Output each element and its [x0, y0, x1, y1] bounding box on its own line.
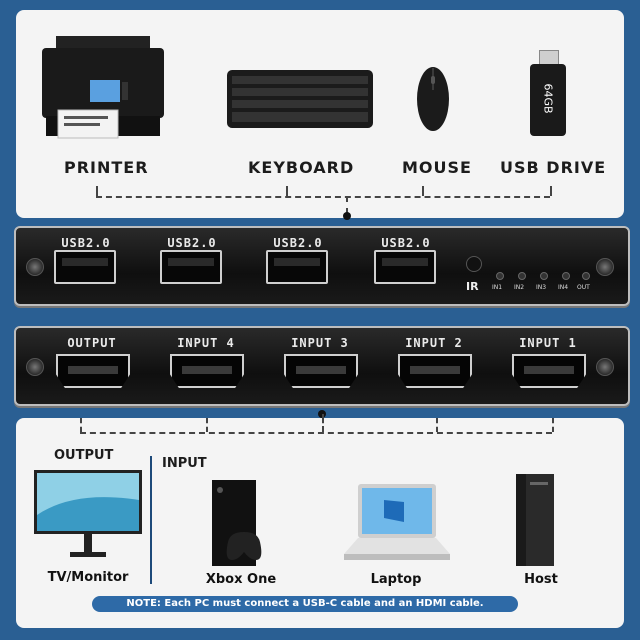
usb-drive-icon: 64GB: [530, 50, 566, 138]
usb-switch-panel: USB2.0 USB2.0 USB2.0 USB2.0 IR IN1 IN2 I…: [14, 226, 630, 306]
usb-port-label: USB2.0: [61, 236, 111, 250]
divider: [150, 456, 152, 584]
screw-icon: [26, 258, 44, 276]
hdmi-port-input-4[interactable]: [170, 354, 244, 388]
note-banner: NOTE: Each PC must connect a USB-C cable…: [92, 596, 518, 612]
hdmi-port-label: INPUT 4: [177, 336, 235, 350]
xbox-icon: [212, 480, 262, 566]
monitor-icon: [34, 470, 142, 557]
led-label: IN3: [536, 284, 547, 291]
hdmi-switch-panel: OUTPUT INPUT 4 INPUT 3 INPUT 2 INPUT 1: [14, 326, 630, 406]
connector-line: [552, 418, 554, 432]
led-indicator: [562, 272, 570, 280]
hdmi-port-input-3[interactable]: [284, 354, 358, 388]
hdmi-port-label: INPUT 3: [291, 336, 349, 350]
usb-drive-label: USB DRIVE: [500, 158, 607, 177]
led-label: IN1: [492, 284, 503, 291]
printer-label: PRINTER: [64, 158, 149, 177]
led-label: IN2: [514, 284, 525, 291]
hdmi-port-label: INPUT 2: [405, 336, 463, 350]
hdmi-port-input-1[interactable]: [512, 354, 586, 388]
led-label: IN4: [558, 284, 569, 291]
connector-line: [80, 418, 82, 432]
connector-line: [422, 186, 424, 196]
printer-icon: [42, 36, 164, 139]
desktop-tower-icon: [516, 474, 554, 566]
ir-sensor-icon: [466, 256, 482, 272]
hdmi-port-output[interactable]: [56, 354, 130, 388]
connector-line: [96, 186, 98, 196]
connections-panel: OUTPUT INPUT TV/Monitor Xbox One Laptop …: [16, 414, 624, 628]
connector-line: [346, 196, 348, 214]
led-label: OUT: [577, 284, 590, 291]
connector-line: [322, 418, 324, 432]
led-indicator: [540, 272, 548, 280]
usb-port[interactable]: [54, 250, 116, 284]
laptop-icon: [344, 484, 450, 560]
input-heading: INPUT: [162, 456, 207, 471]
connector-line: [80, 432, 552, 434]
hdmi-port-label: INPUT 1: [519, 336, 577, 350]
connector-line: [286, 186, 288, 196]
usb-port-label: USB2.0: [167, 236, 217, 250]
hdmi-port-input-2[interactable]: [398, 354, 472, 388]
usb-port[interactable]: [266, 250, 328, 284]
connector-line: [550, 186, 552, 196]
monitor-label: TV/Monitor: [47, 570, 129, 585]
usb-port-label: USB2.0: [381, 236, 431, 250]
host-label: Host: [524, 572, 558, 587]
usb-port-label: USB2.0: [273, 236, 323, 250]
screw-icon: [596, 258, 614, 276]
usb-port[interactable]: [160, 250, 222, 284]
keyboard-icon: [227, 70, 373, 128]
mouse-icon: [417, 67, 449, 131]
led-indicator: [496, 272, 504, 280]
led-indicator: [518, 272, 526, 280]
mouse-label: MOUSE: [402, 158, 472, 177]
usb-port[interactable]: [374, 250, 436, 284]
xbox-label: Xbox One: [205, 572, 277, 587]
screw-icon: [596, 358, 614, 376]
connector-line: [436, 418, 438, 432]
screw-icon: [26, 358, 44, 376]
ir-label: IR: [466, 280, 479, 293]
led-indicator: [582, 272, 590, 280]
connector-line: [206, 418, 208, 432]
connector-line: [96, 196, 550, 198]
usb-drive-capacity: 64GB: [541, 83, 555, 114]
connector-dot: [343, 212, 351, 220]
hdmi-port-label: OUTPUT: [67, 336, 117, 350]
keyboard-label: KEYBOARD: [248, 158, 355, 177]
peripherals-panel: 64GB PRINTER KEYBOARD MOUSE USB DRIVE: [16, 10, 624, 220]
laptop-label: Laptop: [370, 572, 422, 587]
output-heading: OUTPUT: [54, 448, 114, 463]
